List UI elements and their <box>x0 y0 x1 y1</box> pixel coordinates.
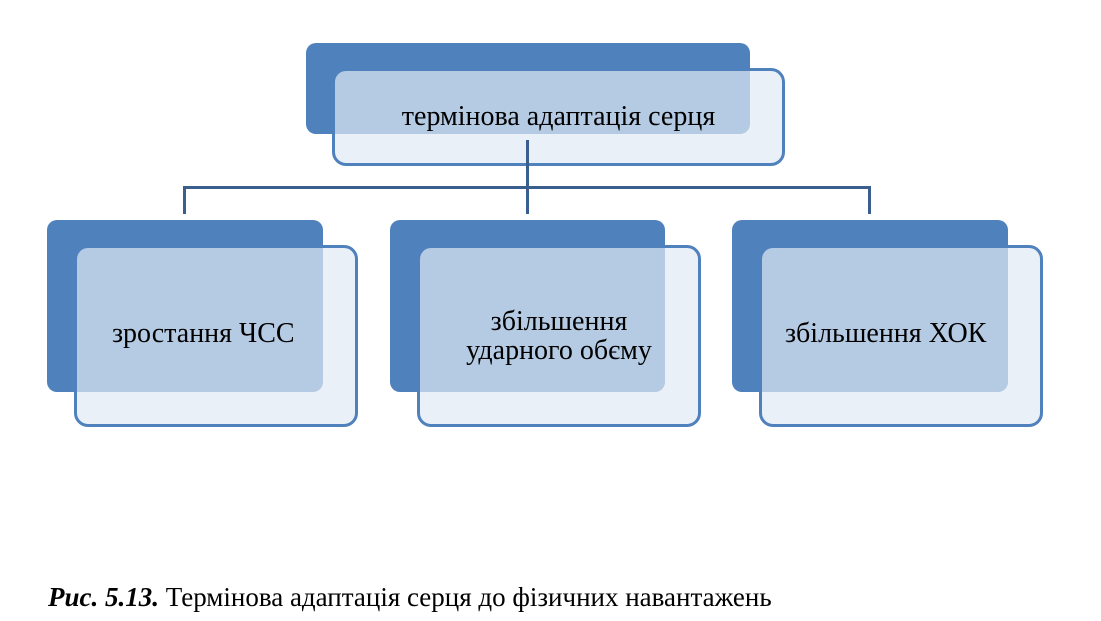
figure-caption: Рис. 5.13. Термінова адаптація серця до … <box>48 582 772 613</box>
connector-drop-right <box>868 186 871 214</box>
root-node <box>332 68 785 166</box>
child-node-3 <box>759 245 1043 427</box>
child-node-2-label: збільшення ударного обєму <box>466 306 652 367</box>
child-node-1-label: зростання ЧСС <box>112 318 295 349</box>
connector-drop-left <box>183 186 186 214</box>
connector-drop-center <box>526 186 529 214</box>
figure-caption-text: Термінова адаптація серця до фізичних на… <box>159 582 772 612</box>
child-node-2 <box>417 245 701 427</box>
root-node-label: термінова адаптація серця <box>401 101 716 133</box>
figure-caption-label: Рис. 5.13. <box>48 582 159 612</box>
child-node-1 <box>74 245 358 427</box>
child-node-3-label: збільшення ХОК <box>785 318 987 349</box>
connector-root-stem <box>526 140 529 188</box>
